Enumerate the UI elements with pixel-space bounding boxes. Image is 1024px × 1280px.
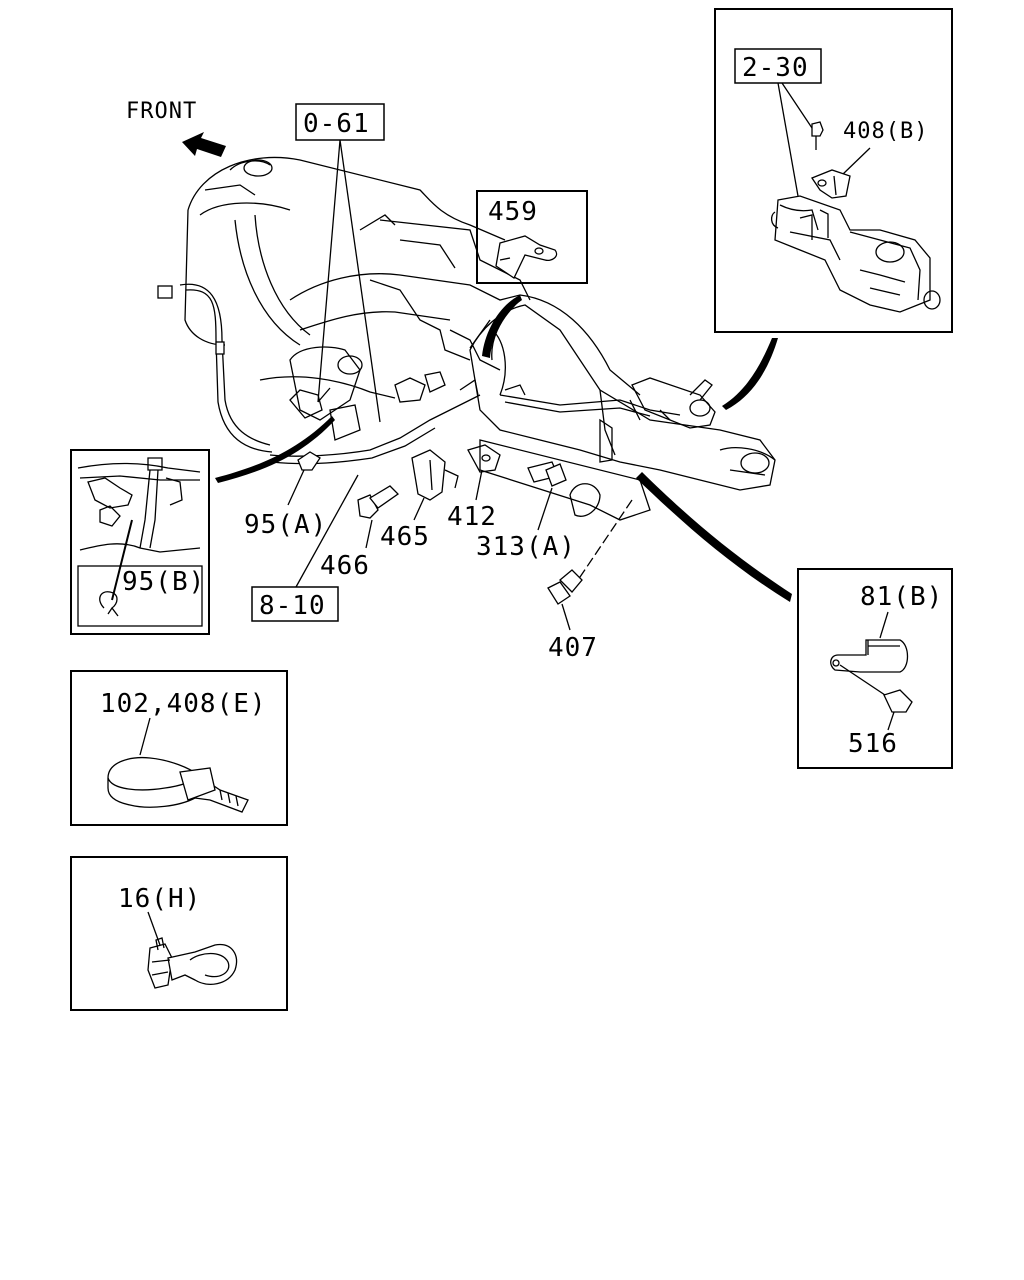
leader-swoosh-right xyxy=(722,338,778,410)
clamp-81b-icon xyxy=(830,639,909,673)
cable-tie-icon xyxy=(107,756,249,813)
inset-clip-16h: 16(H) xyxy=(70,856,288,1011)
ref-0-61-label: 0-61 xyxy=(303,109,370,139)
inset-shift-lever: 2-30 408(B) xyxy=(714,8,953,333)
part-408b-label: 408(B) xyxy=(843,119,928,144)
front-arrow-icon xyxy=(182,132,226,157)
transmission-assembly xyxy=(157,156,776,521)
part-313a-label: 313(A) xyxy=(476,532,576,562)
part-16h-label: 16(H) xyxy=(118,884,201,914)
part-412-label: 412 xyxy=(447,502,497,532)
part-466-label: 466 xyxy=(320,551,370,581)
leader-swoosh-left xyxy=(215,416,335,483)
inset-clamp-81b: 81(B) 516 xyxy=(797,568,953,769)
part-459-callout[interactable]: 459 xyxy=(476,190,588,284)
part-407-label: 407 xyxy=(548,633,598,663)
part-102-408e-label: 102,408(E) xyxy=(100,689,267,719)
leader-swoosh-top xyxy=(482,295,522,358)
ref-2-30-label: 2-30 xyxy=(742,53,809,83)
part-95b-label: 95(B) xyxy=(122,567,205,597)
inset-clip-95b: 95(B) xyxy=(70,449,210,635)
front-label: FRONT xyxy=(126,99,197,124)
part-95a-label: 95(A) xyxy=(244,510,327,540)
ref-8-10[interactable]: 8-10 xyxy=(251,586,339,622)
leader-swoosh-bottom xyxy=(636,472,792,602)
ref-2-30[interactable]: 2-30 xyxy=(734,48,822,84)
ref-0-61[interactable]: 0-61 xyxy=(295,103,385,141)
part-81b-label: 81(B) xyxy=(860,582,943,612)
part-516-label: 516 xyxy=(848,729,898,759)
part-459-label: 459 xyxy=(488,197,538,227)
ref-8-10-label: 8-10 xyxy=(259,591,326,621)
clip-95b-icon xyxy=(99,591,119,617)
clip-16h-icon xyxy=(147,937,238,989)
inset-cable-tie: 102,408(E) xyxy=(70,670,288,826)
part-465-label: 465 xyxy=(380,522,430,552)
